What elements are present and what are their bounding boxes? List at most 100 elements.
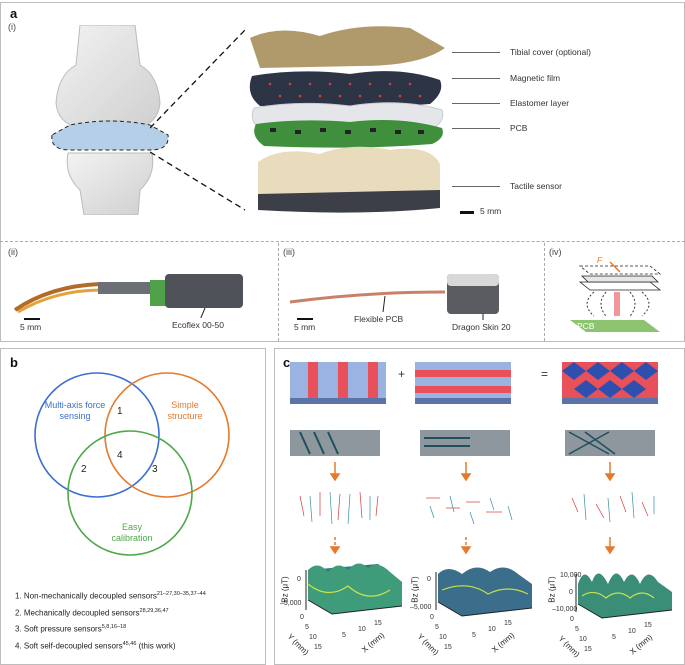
- venn-region-4: 4: [117, 450, 123, 461]
- plot2-xtick-0: 5: [472, 632, 476, 639]
- venn-circle-green: [67, 430, 193, 556]
- plot1-ytick-1: 5: [305, 624, 309, 631]
- sensor-photo-iii: [289, 274, 499, 320]
- plot2-ytick-0: 0: [430, 614, 434, 621]
- surface-plot-3: [575, 573, 673, 619]
- panel-c-letter: c: [283, 355, 291, 370]
- panel-a-letter: a: [10, 6, 18, 21]
- plot2-zlabel: Bz (μT): [410, 576, 420, 603]
- venn-region-3: 3: [152, 464, 158, 475]
- magnet-plate-1: [290, 362, 386, 404]
- plot2-xtick-2: 15: [504, 620, 512, 627]
- label-force: F: [597, 255, 603, 265]
- scale-bar-a: [460, 211, 474, 214]
- magnet-plate-3: [562, 362, 658, 404]
- plot3-ztick-1: 0: [569, 589, 573, 596]
- plot1-zlabel: Bz (μT): [280, 576, 290, 603]
- scale-bar-ii: [24, 318, 40, 320]
- plot1-ztick-1: –5,000: [280, 600, 302, 607]
- plot3-ytick-2: 10: [579, 636, 587, 643]
- magnet-plate-2: [415, 362, 511, 404]
- plot1-xtick-1: 10: [358, 626, 366, 633]
- ref-item-4: 4. Soft self-decoupled sensors45,46 (thi…: [15, 640, 176, 651]
- plot3-xtick-0: 5: [612, 634, 616, 641]
- plot1-xtick-2: 15: [374, 620, 382, 627]
- scale-label-iii: 5 mm: [294, 322, 316, 332]
- plot2-ytick-2: 10: [439, 634, 447, 641]
- field-vectors-3: [571, 491, 655, 523]
- plot3-ztick-2: –10,000: [552, 606, 578, 613]
- leader-tactile: [452, 186, 500, 187]
- sensor-photo-ii: [13, 274, 243, 318]
- leader-magnetic: [452, 78, 500, 79]
- venn-region-1: 1: [117, 406, 123, 417]
- plot3-ytick-0: 0: [570, 616, 574, 623]
- venn-label-blue: Multi-axis force sensing: [44, 400, 106, 421]
- panel-ii-sublabel: (ii): [8, 247, 18, 257]
- divider-ii-iii: [278, 243, 279, 341]
- plot2-ytick-1: 5: [435, 624, 439, 631]
- panel-a-sublabel: (i): [8, 22, 16, 32]
- plot1-xtick-0: 5: [342, 632, 346, 639]
- leader-elastomer: [452, 103, 500, 104]
- divider-row: [0, 241, 685, 242]
- leader-tibial: [452, 52, 500, 53]
- venn-label-orange: Simple structure: [167, 400, 203, 421]
- plot1-ytick-2: 10: [309, 634, 317, 641]
- surface-plot-2: [435, 567, 533, 617]
- tibial-cover-layer: [250, 26, 445, 68]
- venn-circle-blue: [34, 372, 160, 498]
- panel-iii-sublabel: (iii): [283, 247, 295, 257]
- label-pcb-iv: PCB: [577, 321, 595, 331]
- label-tibial-cover: Tibial cover (optional): [510, 47, 591, 57]
- leader-pcb: [452, 128, 500, 129]
- micrograph-2: [420, 430, 510, 456]
- plot2-xtick-1: 10: [488, 626, 496, 633]
- micrograph-1: [290, 430, 380, 456]
- plot3-xtick-2: 15: [644, 622, 652, 629]
- arrows-row1: [329, 462, 616, 482]
- label-ecoflex: Ecoflex 00-50: [172, 320, 224, 330]
- label-tactile-sensor: Tactile sensor: [510, 181, 562, 191]
- divider-iii-iv: [544, 243, 545, 341]
- field-vectors-1: [299, 491, 379, 525]
- panel-b-letter: b: [10, 355, 18, 370]
- label-flexible-pcb: Flexible PCB: [354, 314, 404, 324]
- micrograph-3: [565, 430, 655, 456]
- venn-label-green: Easy calibration: [111, 522, 153, 543]
- plot2-ztick-0: 0: [427, 576, 431, 583]
- scale-label-ii: 5 mm: [20, 322, 42, 332]
- plus-sign: +: [398, 367, 406, 381]
- zoom-lines: [150, 29, 246, 211]
- plot3-xtick-1: 10: [628, 628, 636, 635]
- plot2-ytick-3: 15: [444, 644, 452, 651]
- knee-illustration: [51, 25, 169, 215]
- plot1-ytick-0: 0: [300, 614, 304, 621]
- label-dragon-skin: Dragon Skin 20: [452, 322, 511, 332]
- ref-item-3: 3. Soft pressure sensors5,8,16–18: [15, 624, 127, 634]
- label-pcb: PCB: [510, 123, 528, 133]
- field-vectors-2: [426, 495, 513, 525]
- scale-label-a: 5 mm: [480, 206, 502, 216]
- surface-plot-1: [305, 563, 403, 615]
- plot3-zlabel: Bz (μT): [547, 576, 557, 603]
- exploded-layers: [249, 26, 445, 213]
- ref-item-2: 2. Mechanically decoupled sensors28,29,3…: [15, 607, 169, 618]
- venn-circle-orange: [104, 372, 230, 498]
- plot3-ytick-3: 15: [584, 646, 592, 653]
- plot1-ztick-0: 0: [297, 576, 301, 583]
- panel-iv-sublabel: (iv): [549, 247, 562, 257]
- equals-sign: =: [541, 367, 549, 381]
- plot3-ztick-0: 10,000: [560, 572, 582, 579]
- arrows-row2: [329, 537, 616, 555]
- magnetic-film-layer: [249, 71, 442, 108]
- plot3-ytick-1: 5: [575, 626, 579, 633]
- schematic-iv: [570, 261, 662, 332]
- reference-list: 1. Non-mechanically decoupled sensors21–…: [15, 587, 263, 654]
- venn-region-2: 2: [81, 464, 87, 475]
- label-magnetic-film: Magnetic film: [510, 73, 561, 83]
- ref-item-1: 1. Non-mechanically decoupled sensors21–…: [15, 591, 206, 601]
- scale-bar-iii: [297, 318, 313, 320]
- label-elastomer: Elastomer layer: [510, 98, 570, 108]
- plot2-ztick-1: –5,000: [410, 604, 432, 611]
